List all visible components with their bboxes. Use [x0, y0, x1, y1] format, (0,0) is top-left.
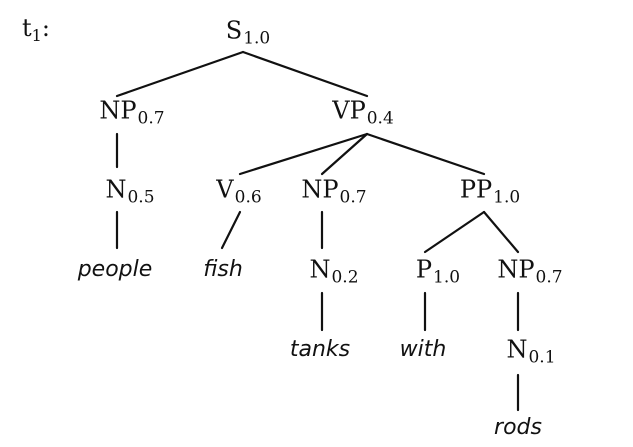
word-with: with — [399, 337, 447, 362]
word-fish: fish — [203, 257, 243, 282]
edge-s-vp — [241, 50, 369, 98]
node-label: N — [105, 175, 127, 204]
node-prob: 1.0 — [493, 187, 521, 208]
edge-s-np — [115, 50, 245, 98]
edge-v-fish — [220, 210, 242, 250]
edge-vp-v — [238, 132, 369, 176]
tree-title: t1: — [22, 16, 50, 44]
node-v: V0.6 — [216, 178, 261, 207]
node-label: P — [415, 255, 433, 284]
node-pp: PP1.0 — [460, 178, 520, 207]
node-prob: 0.6 — [234, 187, 262, 208]
node-label: NP — [301, 175, 339, 204]
node-np-object: NP0.7 — [301, 178, 366, 207]
tree-title-letter: t — [22, 14, 32, 42]
tree-title-index: 1 — [31, 26, 42, 45]
node-s: S1.0 — [226, 19, 271, 48]
node-label: NP — [99, 96, 137, 125]
node-prob: 0.7 — [339, 187, 367, 208]
tree-title-colon: : — [41, 14, 50, 42]
node-n-rods: N0.1 — [506, 338, 555, 367]
node-prob: 0.7 — [137, 108, 165, 129]
node-prob: 0.7 — [535, 267, 563, 288]
node-label: V — [216, 175, 234, 204]
word-rods: rods — [494, 415, 542, 440]
node-np-pobj: NP0.7 — [497, 258, 562, 287]
node-prob: 0.5 — [127, 187, 155, 208]
edge-pp-np — [482, 210, 520, 254]
node-prob: 1.0 — [243, 28, 271, 49]
node-vp: VP0.4 — [332, 99, 394, 128]
edge-pp-p — [423, 210, 486, 254]
node-label: PP — [459, 175, 493, 204]
word-tanks: tanks — [289, 337, 351, 362]
node-label: N — [309, 255, 331, 284]
node-label: N — [506, 335, 528, 364]
node-p: P1.0 — [416, 258, 460, 287]
node-prob: 0.4 — [366, 108, 394, 129]
node-prob: 0.2 — [331, 267, 359, 288]
edge-vp-pp — [365, 132, 486, 176]
edge-vp-np — [320, 132, 369, 176]
node-label: NP — [497, 255, 535, 284]
node-label: VP — [332, 96, 366, 125]
node-prob: 0.1 — [528, 347, 556, 368]
node-prob: 1.0 — [433, 267, 461, 288]
node-label: S — [225, 16, 243, 45]
word-people: people — [77, 257, 153, 282]
node-np-subject: NP0.7 — [99, 99, 164, 128]
node-n-tanks: N0.2 — [309, 258, 358, 287]
node-n-people: N0.5 — [105, 178, 154, 207]
